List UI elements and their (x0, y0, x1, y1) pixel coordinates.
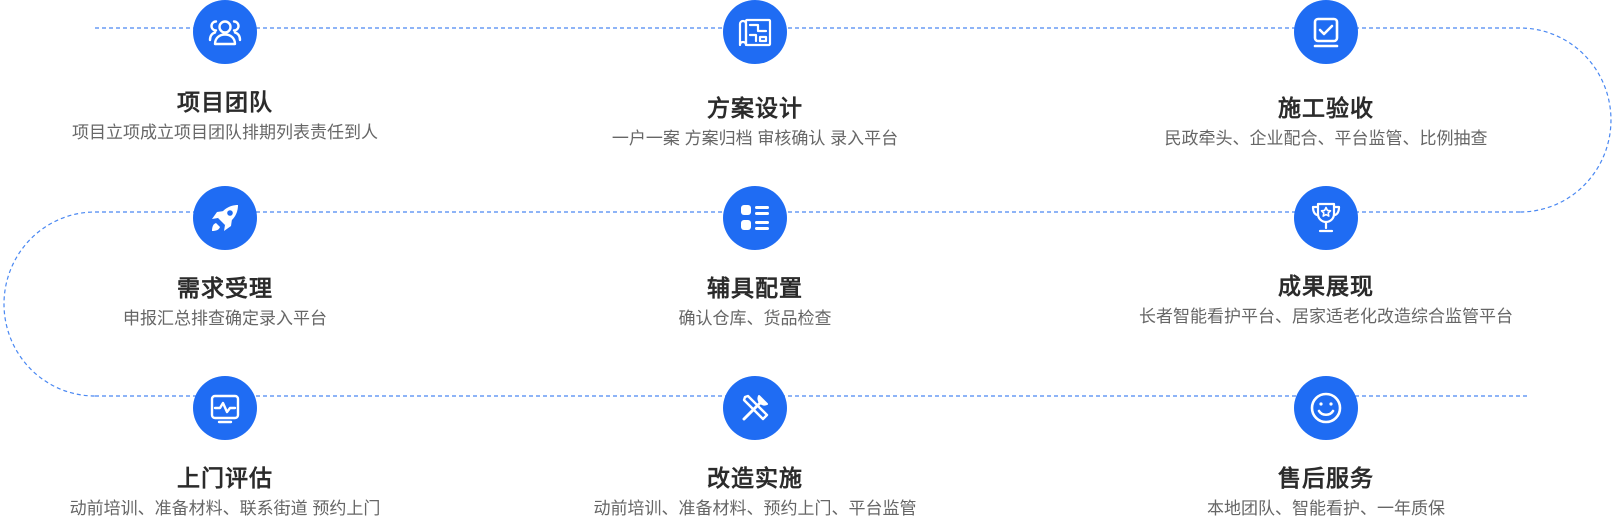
step-renovation-implementation: 改造实施 动前培训、准备材料、预约上门、平台监管 (495, 376, 1015, 520)
blueprint-icon (723, 0, 787, 64)
step-description: 动前培训、准备材料、联系街道 预约上门 (69, 499, 381, 518)
step-title: 项目团队 (177, 89, 273, 115)
step-plan-design: 方案设计 一户一案 方案归档 审核确认 录入平台 (495, 0, 1015, 150)
monitor-icon (193, 376, 257, 440)
step-description: 长者智能看护平台、居家适老化改造综合监管平台 (1139, 307, 1513, 326)
step-description: 本地团队、智能看护、一年质保 (1207, 499, 1445, 518)
team-icon (193, 0, 257, 64)
step-home-assessment: 上门评估 动前培训、准备材料、联系街道 预约上门 (0, 376, 485, 520)
step-title: 成果展现 (1278, 273, 1374, 299)
step-title: 施工验收 (1278, 95, 1374, 121)
step-title: 改造实施 (707, 465, 803, 491)
step-title: 方案设计 (707, 95, 803, 121)
trophy-icon (1294, 186, 1358, 250)
smile-icon (1294, 376, 1358, 440)
rocket-icon (193, 186, 257, 250)
flow-line-row-2 (3, 211, 1520, 397)
step-description: 民政牵头、企业配合、平台监管、比例抽查 (1164, 129, 1488, 148)
step-after-sales-service: 售后服务 本地团队、智能看护、一年质保 (1066, 376, 1586, 520)
step-title: 售后服务 (1278, 465, 1374, 491)
step-description: 动前培训、准备材料、预约上门、平台监管 (593, 499, 917, 518)
step-description: 申报汇总排查确定录入平台 (123, 309, 327, 328)
step-description: 确认仓库、货品检查 (678, 309, 832, 328)
step-description: 项目立项成立项目团队排期列表责任到人 (72, 123, 378, 142)
checkbox-icon (1294, 0, 1358, 64)
flow-line-row-1 (95, 27, 1612, 213)
step-demand-acceptance: 需求受理 申报汇总排查确定录入平台 (0, 186, 485, 330)
step-title: 需求受理 (177, 275, 273, 301)
tools-icon (723, 376, 787, 440)
step-title: 辅具配置 (707, 275, 803, 301)
step-results-display: 成果展现 长者智能看护平台、居家适老化改造综合监管平台 (1066, 186, 1586, 328)
step-title: 上门评估 (177, 465, 273, 491)
step-project-team: 项目团队 项目立项成立项目团队排期列表责任到人 (0, 0, 485, 144)
step-construction-acceptance: 施工验收 民政牵头、企业配合、平台监管、比例抽查 (1066, 0, 1586, 150)
step-description: 一户一案 方案归档 审核确认 录入平台 (611, 129, 899, 148)
list-icon (723, 186, 787, 250)
step-aids-configuration: 辅具配置 确认仓库、货品检查 (495, 186, 1015, 330)
